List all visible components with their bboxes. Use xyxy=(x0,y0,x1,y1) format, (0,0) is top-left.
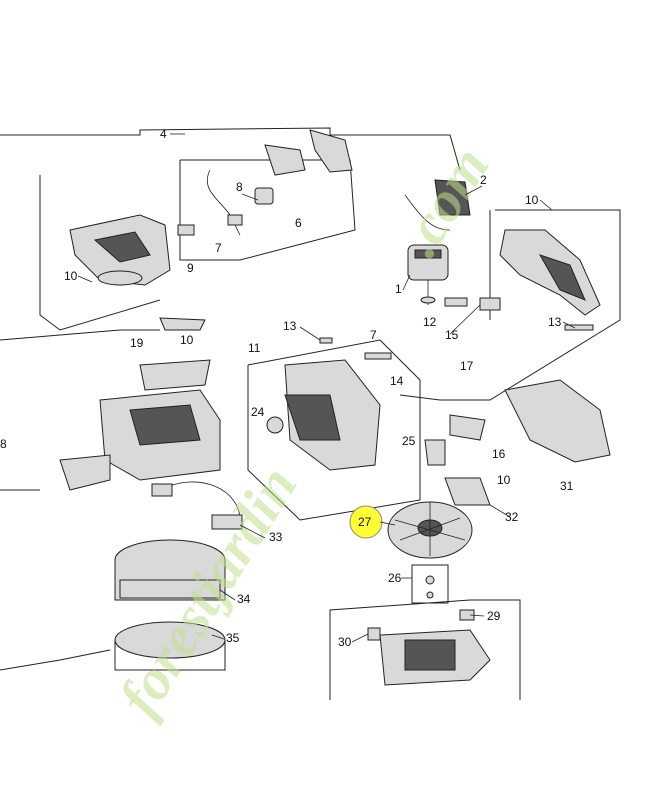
fan-27 xyxy=(387,501,473,559)
label-25[interactable]: 25 xyxy=(402,434,416,448)
label-10-left[interactable]: 10 xyxy=(64,269,78,283)
switch-assembly xyxy=(177,144,306,236)
part-labels: 4 2 8 10 6 7 9 10 1 12 13 13 15 7 19 10 … xyxy=(0,127,574,649)
label-15[interactable]: 15 xyxy=(445,328,459,342)
cover-top-left xyxy=(69,214,171,286)
ring-35 xyxy=(114,621,226,671)
frame-middle xyxy=(247,339,421,521)
label-10-top-right[interactable]: 10 xyxy=(525,193,539,207)
label-34[interactable]: 34 xyxy=(237,592,251,606)
small-parts-right xyxy=(319,297,594,506)
label-11[interactable]: 11 xyxy=(248,341,261,355)
guard-31 xyxy=(504,379,611,463)
label-26[interactable]: 26 xyxy=(388,571,402,585)
label-1[interactable]: 1 xyxy=(395,282,402,296)
top-parts xyxy=(309,129,471,231)
label-24[interactable]: 24 xyxy=(251,405,265,419)
label-16[interactable]: 16 xyxy=(492,447,506,461)
label-35[interactable]: 35 xyxy=(226,631,240,645)
label-29[interactable]: 29 xyxy=(487,609,501,623)
label-32[interactable]: 32 xyxy=(505,510,519,524)
hose-33 xyxy=(151,481,243,530)
label-19[interactable]: 19 xyxy=(130,336,144,350)
housing-middle xyxy=(266,359,381,471)
label-27[interactable]: 27 xyxy=(358,515,372,529)
label-12[interactable]: 12 xyxy=(423,315,437,329)
label-13-right[interactable]: 13 xyxy=(548,315,562,329)
label-8[interactable]: 8 xyxy=(236,180,243,194)
frame-left-middle xyxy=(0,329,160,491)
label-14[interactable]: 14 xyxy=(390,374,404,388)
label-7-middle[interactable]: 7 xyxy=(370,328,377,342)
label-17[interactable]: 17 xyxy=(460,359,474,373)
label-30[interactable]: 30 xyxy=(338,635,352,649)
watermark-suffix-text: .com xyxy=(386,135,502,266)
frame-bottom-left xyxy=(0,649,111,671)
frame-bottom-right xyxy=(329,599,521,700)
label-8-edge[interactable]: 8 xyxy=(0,437,7,451)
ring-34 xyxy=(114,539,226,601)
label-7-top[interactable]: 7 xyxy=(215,241,222,255)
leader-lines xyxy=(77,133,576,643)
label-9[interactable]: 9 xyxy=(187,261,194,275)
label-31[interactable]: 31 xyxy=(560,479,574,493)
lower-housing-left xyxy=(59,317,221,491)
label-10-middle[interactable]: 10 xyxy=(180,333,194,347)
right-housing xyxy=(499,229,601,316)
label-33[interactable]: 33 xyxy=(269,530,283,544)
motor xyxy=(407,244,449,305)
label-2[interactable]: 2 xyxy=(480,173,487,187)
label-13-middle[interactable]: 13 xyxy=(283,319,297,333)
label-4[interactable]: 4 xyxy=(160,127,167,141)
label-6[interactable]: 6 xyxy=(295,216,302,230)
housing-bottom-right xyxy=(367,609,491,686)
part-26-box xyxy=(411,564,449,604)
label-10-lower[interactable]: 10 xyxy=(497,473,511,487)
watermark-suffix: .com xyxy=(386,135,502,266)
